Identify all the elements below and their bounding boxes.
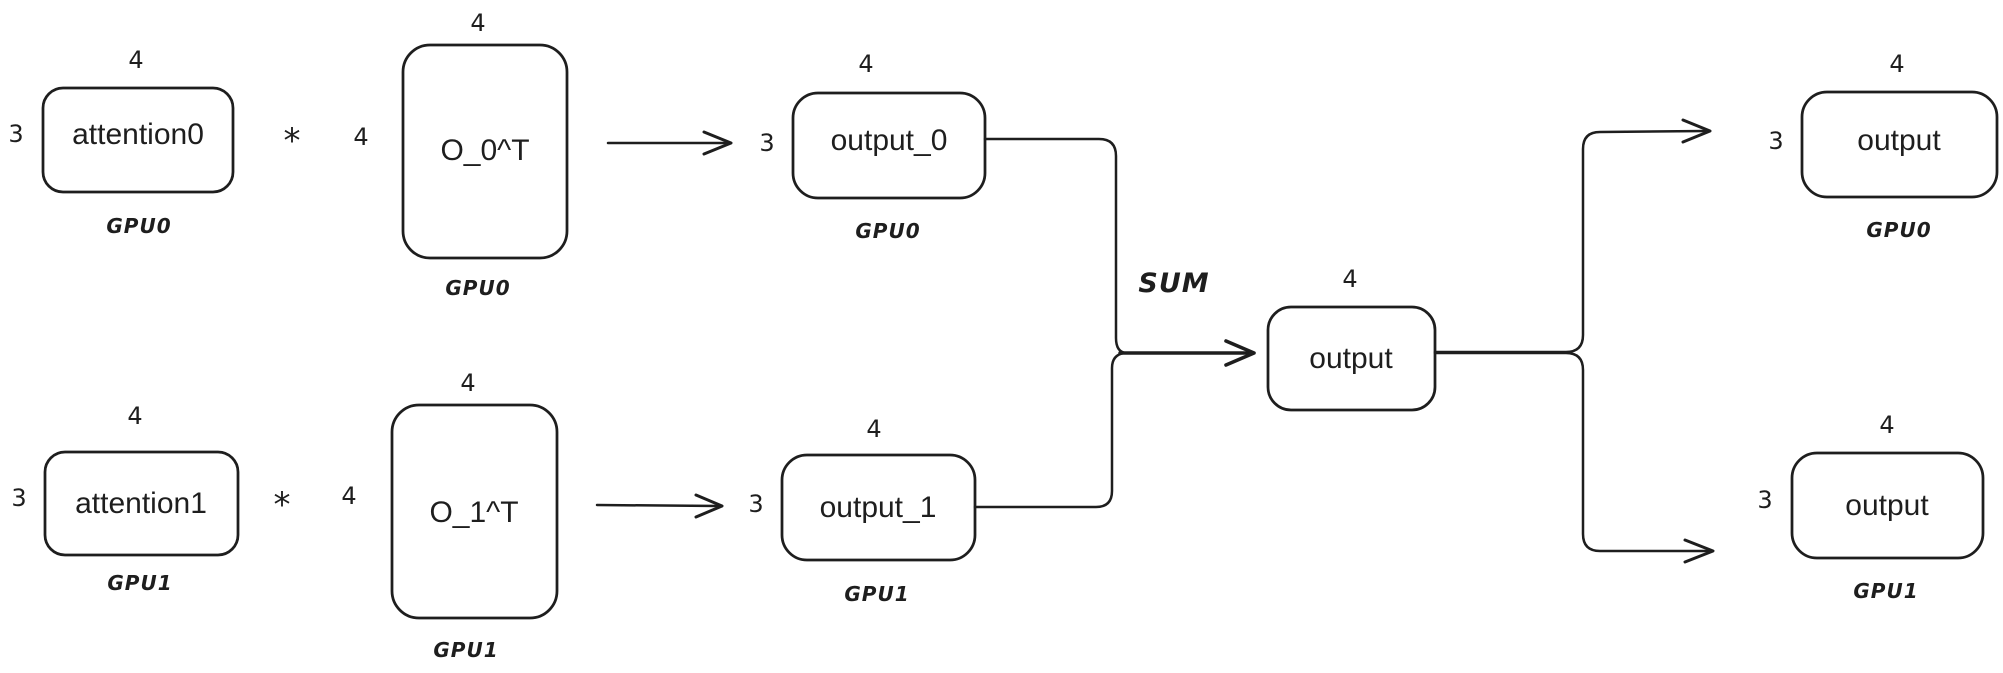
final-output-gpu1-rows-dim: 3 — [1757, 486, 1772, 514]
output0-gpu-label: GPU0 — [855, 219, 920, 243]
final-output-gpu0-cols-dim: 4 — [1889, 50, 1904, 78]
sum-output-box[interactable] — [1266, 305, 1437, 412]
o1t-gpu-label: GPU1 — [433, 638, 498, 662]
attention1-gpu-label: GPU1 — [107, 571, 172, 595]
attention1-label: attention1 — [75, 487, 207, 520]
node-o0t[interactable]: O_0^T 4 GPU0 — [401, 9, 569, 300]
o1t-rows-dim: 4 — [341, 482, 356, 510]
attention0-box[interactable] — [41, 86, 235, 194]
output1-rows-dim: 3 — [748, 490, 763, 518]
o1t-box[interactable] — [390, 403, 559, 620]
attention0-cols-dim: 4 — [128, 46, 143, 74]
arrow-sum-to-final-gpu0[interactable] — [1433, 118, 1712, 354]
attention0-label: attention0 — [72, 118, 204, 151]
node-attention1[interactable]: attention1 4 3 GPU1 — [11, 402, 240, 595]
node-final-output-gpu0[interactable]: output 4 3 GPU0 — [1768, 50, 1999, 242]
output0-rows-dim: 3 — [759, 129, 774, 157]
connector-output1-to-sum[interactable] — [973, 351, 1126, 509]
output0-box[interactable] — [791, 91, 987, 200]
multiply-operator-bottom: * — [274, 485, 291, 525]
output0-label: output_0 — [831, 124, 948, 157]
final-output-gpu0-gpu-label: GPU0 — [1866, 218, 1931, 242]
o1t-cols-dim: 4 — [460, 369, 475, 397]
attention0-rows-dim: 3 — [8, 120, 23, 148]
output1-gpu-label: GPU1 — [844, 582, 909, 606]
o0t-label: O_0^T — [440, 134, 529, 167]
arrow-sum-to-final-gpu1[interactable] — [1433, 351, 1715, 564]
attention1-cols-dim: 4 — [127, 402, 142, 430]
sum-operation-label: SUM — [1138, 268, 1209, 299]
o0t-rows-dim: 4 — [353, 123, 368, 151]
sum-arrow[interactable] — [1118, 339, 1256, 367]
final-output-gpu1-gpu-label: GPU1 — [1853, 579, 1918, 603]
sum-output-cols-dim: 4 — [1342, 265, 1357, 293]
o0t-gpu-label: GPU0 — [445, 276, 510, 300]
connector-output0-to-sum[interactable] — [983, 137, 1128, 355]
o1t-label: O_1^T — [429, 496, 518, 529]
final-output-gpu1-label: output — [1845, 489, 1929, 522]
node-o1t[interactable]: O_1^T 4 GPU1 — [390, 369, 559, 662]
node-output1[interactable]: output_1 4 3 GPU1 — [748, 415, 977, 606]
sum-output-label: output — [1309, 342, 1393, 375]
arrow-o1t-to-output1[interactable] — [595, 493, 724, 519]
final-output-gpu1-cols-dim: 4 — [1879, 411, 1894, 439]
final-output-gpu0-box[interactable] — [1800, 90, 1999, 199]
final-output-gpu0-rows-dim: 3 — [1768, 127, 1783, 155]
attention0-gpu-label: GPU0 — [106, 214, 171, 238]
multiply-operator-top: * — [284, 121, 301, 161]
output0-cols-dim: 4 — [858, 50, 873, 78]
final-output-gpu1-box[interactable] — [1790, 451, 1985, 560]
attention1-rows-dim: 3 — [11, 484, 26, 512]
node-sum-output[interactable]: output 4 — [1266, 265, 1437, 412]
attention1-box[interactable] — [43, 450, 240, 557]
final-output-gpu0-label: output — [1857, 124, 1941, 157]
node-output0[interactable]: output_0 4 3 GPU0 — [759, 50, 987, 243]
output1-label: output_1 — [820, 491, 937, 524]
node-final-output-gpu1[interactable]: output 4 3 GPU1 — [1757, 411, 1985, 603]
arrow-o0t-to-output0[interactable] — [606, 130, 733, 156]
o0t-box[interactable] — [401, 43, 569, 260]
node-attention0[interactable]: attention0 4 3 GPU0 — [8, 46, 235, 238]
output1-cols-dim: 4 — [866, 415, 881, 443]
o0t-cols-dim: 4 — [470, 9, 485, 37]
